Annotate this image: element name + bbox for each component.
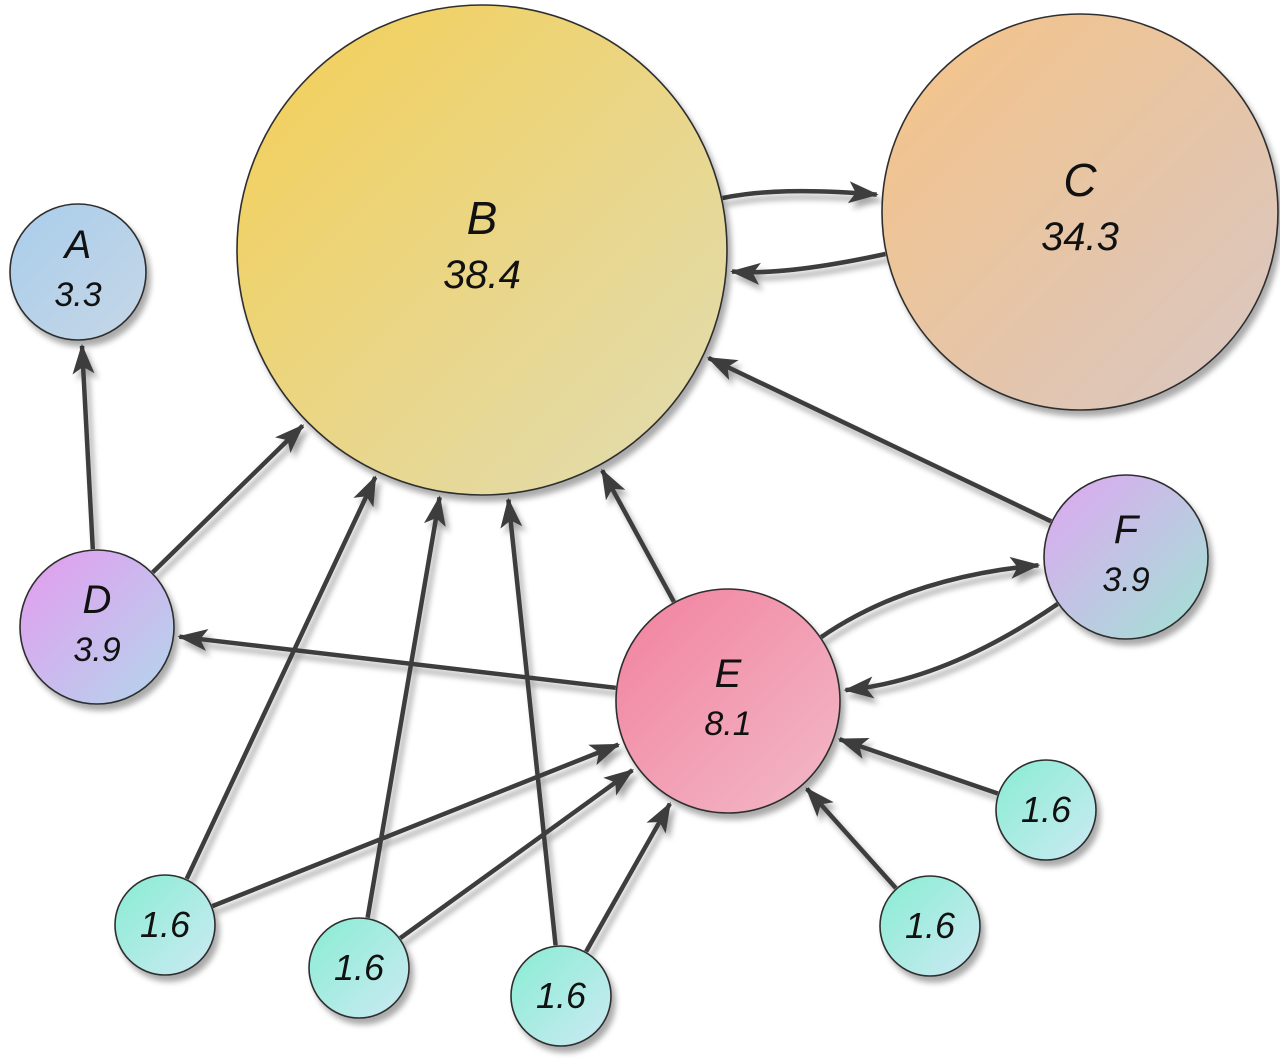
node-G5-circle xyxy=(995,759,1097,861)
edge-G5-to-E xyxy=(837,737,999,796)
node-G3-circle xyxy=(510,945,612,1047)
node-E-circle xyxy=(615,588,841,814)
node-B-circle xyxy=(236,4,728,496)
node-F-label: F xyxy=(1114,508,1141,552)
node-A-value: 3.3 xyxy=(54,276,101,314)
node-C-value: 34.3 xyxy=(1041,215,1119,259)
node-B-label: B xyxy=(467,192,498,244)
node-D-circle xyxy=(19,549,175,705)
node-F-value: 3.9 xyxy=(1102,561,1149,599)
node-G5-value: 1.6 xyxy=(1021,789,1072,830)
node-G1-value: 1.6 xyxy=(140,904,191,945)
node-B: B 38.4 xyxy=(236,4,728,496)
node-D-value: 3.9 xyxy=(73,631,120,669)
node-D: D 3.9 xyxy=(19,549,175,705)
edge-F-to-E xyxy=(843,602,1059,699)
node-A: A 3.3 xyxy=(9,203,147,341)
node-E-label: E xyxy=(715,652,743,696)
node-F-circle xyxy=(1043,474,1209,640)
node-A-label: A xyxy=(63,223,92,267)
node-G2: 1.6 xyxy=(308,917,410,1019)
node-layer: A 3.3 B 38.4 C 34.3D 3.9E 8.1 F 3.9 1.6 1.6 1.6 1.6 1.… xyxy=(9,4,1279,1047)
node-E-value: 8.1 xyxy=(704,705,751,743)
edge-G2-to-B xyxy=(365,495,446,919)
node-E: E 8.1 xyxy=(615,588,841,814)
edge-G1-to-B xyxy=(184,475,378,880)
edge-D-to-B xyxy=(151,423,305,575)
edge-C-to-B xyxy=(730,251,886,285)
node-G2-value: 1.6 xyxy=(334,947,385,988)
node-C-label: C xyxy=(1063,154,1097,206)
node-G3-value: 1.6 xyxy=(536,975,587,1016)
edge-D-to-A xyxy=(72,343,96,550)
edge-G3-to-B xyxy=(500,497,558,946)
node-G1-circle xyxy=(114,874,216,976)
edge-G1-to-E xyxy=(211,742,621,909)
node-G5: 1.6 xyxy=(995,759,1097,861)
node-G4-circle xyxy=(879,875,981,977)
edge-E-to-F xyxy=(819,556,1041,639)
node-A-circle xyxy=(9,203,147,341)
edge-E-to-D xyxy=(177,629,617,691)
node-G1: 1.6 xyxy=(114,874,216,976)
edge-G3-to-E xyxy=(584,801,672,953)
edge-layer xyxy=(72,181,1059,953)
node-F: F 3.9 xyxy=(1043,474,1209,640)
node-D-label: D xyxy=(83,578,112,622)
node-C: C 34.3 xyxy=(881,13,1279,411)
edge-G2-to-E xyxy=(398,768,635,940)
edge-E-to-B xyxy=(600,468,676,603)
node-G3: 1.6 xyxy=(510,945,612,1047)
node-G2-circle xyxy=(308,917,410,1019)
node-G4-value: 1.6 xyxy=(905,905,956,946)
node-C-circle xyxy=(881,13,1279,411)
edge-F-to-B xyxy=(706,355,1053,524)
edge-B-to-C xyxy=(722,181,879,204)
node-G4: 1.6 xyxy=(879,875,981,977)
node-B-value: 38.4 xyxy=(443,253,521,297)
edge-G4-to-E xyxy=(805,787,898,890)
